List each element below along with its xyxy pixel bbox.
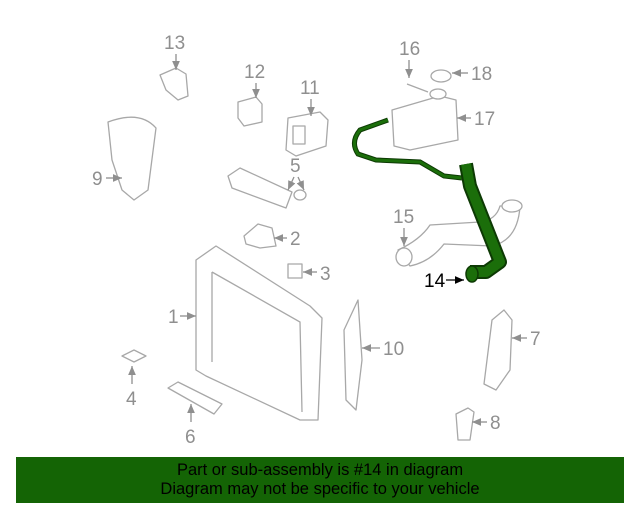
callout-17: 17 — [474, 109, 495, 130]
part-10-side-deflector[interactable] — [343, 299, 363, 411]
part-8-bracket[interactable] — [455, 407, 475, 441]
banner-line-part: Part or sub-assembly is #14 in diagram — [176, 461, 464, 479]
part-3-clip[interactable] — [287, 263, 303, 279]
callout-16: 16 — [399, 39, 420, 60]
part-5-hose[interactable] — [227, 167, 307, 209]
part-17-reservoir[interactable] — [391, 88, 459, 151]
callouts: 13 12 11 16 18 17 9 5 15 2 3 14 1 7 10 4… — [92, 33, 541, 448]
callout-9: 9 — [92, 169, 103, 190]
callout-14: 14 — [424, 271, 446, 292]
parts-diagram: 13 12 11 16 18 17 9 5 15 2 3 14 1 7 10 4… — [92, 33, 541, 448]
part-18-cap[interactable] — [430, 69, 452, 83]
callout-1: 1 — [168, 307, 179, 328]
callout-12: 12 — [244, 62, 265, 83]
callout-6: 6 — [185, 427, 196, 448]
callout-15: 15 — [393, 207, 414, 228]
part-9-air-deflector[interactable] — [107, 116, 157, 201]
part-13-bracket[interactable] — [159, 67, 189, 101]
callout-18: 18 — [471, 64, 492, 85]
callout-10: 10 — [383, 339, 404, 360]
part-6-seal[interactable] — [167, 381, 223, 415]
part-12-clip[interactable] — [237, 96, 263, 127]
banner-line-disclaimer: Diagram may not be specific to your vehi… — [160, 480, 480, 498]
callout-8: 8 — [490, 413, 501, 434]
part-16-hose[interactable] — [406, 83, 429, 93]
callout-2: 2 — [290, 229, 301, 250]
callout-4: 4 — [126, 389, 137, 410]
part-14-coolant-hose[interactable] — [352, 117, 507, 283]
callout-7: 7 — [530, 329, 541, 350]
part-info-banner: Part or sub-assembly is #14 in diagram D… — [16, 457, 624, 503]
part-4-pad[interactable] — [121, 349, 147, 363]
part-11-mount[interactable] — [285, 111, 329, 157]
part-7-deflector[interactable] — [483, 309, 513, 391]
callout-3: 3 — [320, 264, 331, 285]
callout-13: 13 — [164, 33, 185, 54]
part-1-radiator[interactable] — [195, 245, 323, 421]
callout-5: 5 — [290, 156, 301, 177]
callout-11: 11 — [300, 78, 320, 99]
part-2-bracket[interactable] — [243, 223, 277, 249]
